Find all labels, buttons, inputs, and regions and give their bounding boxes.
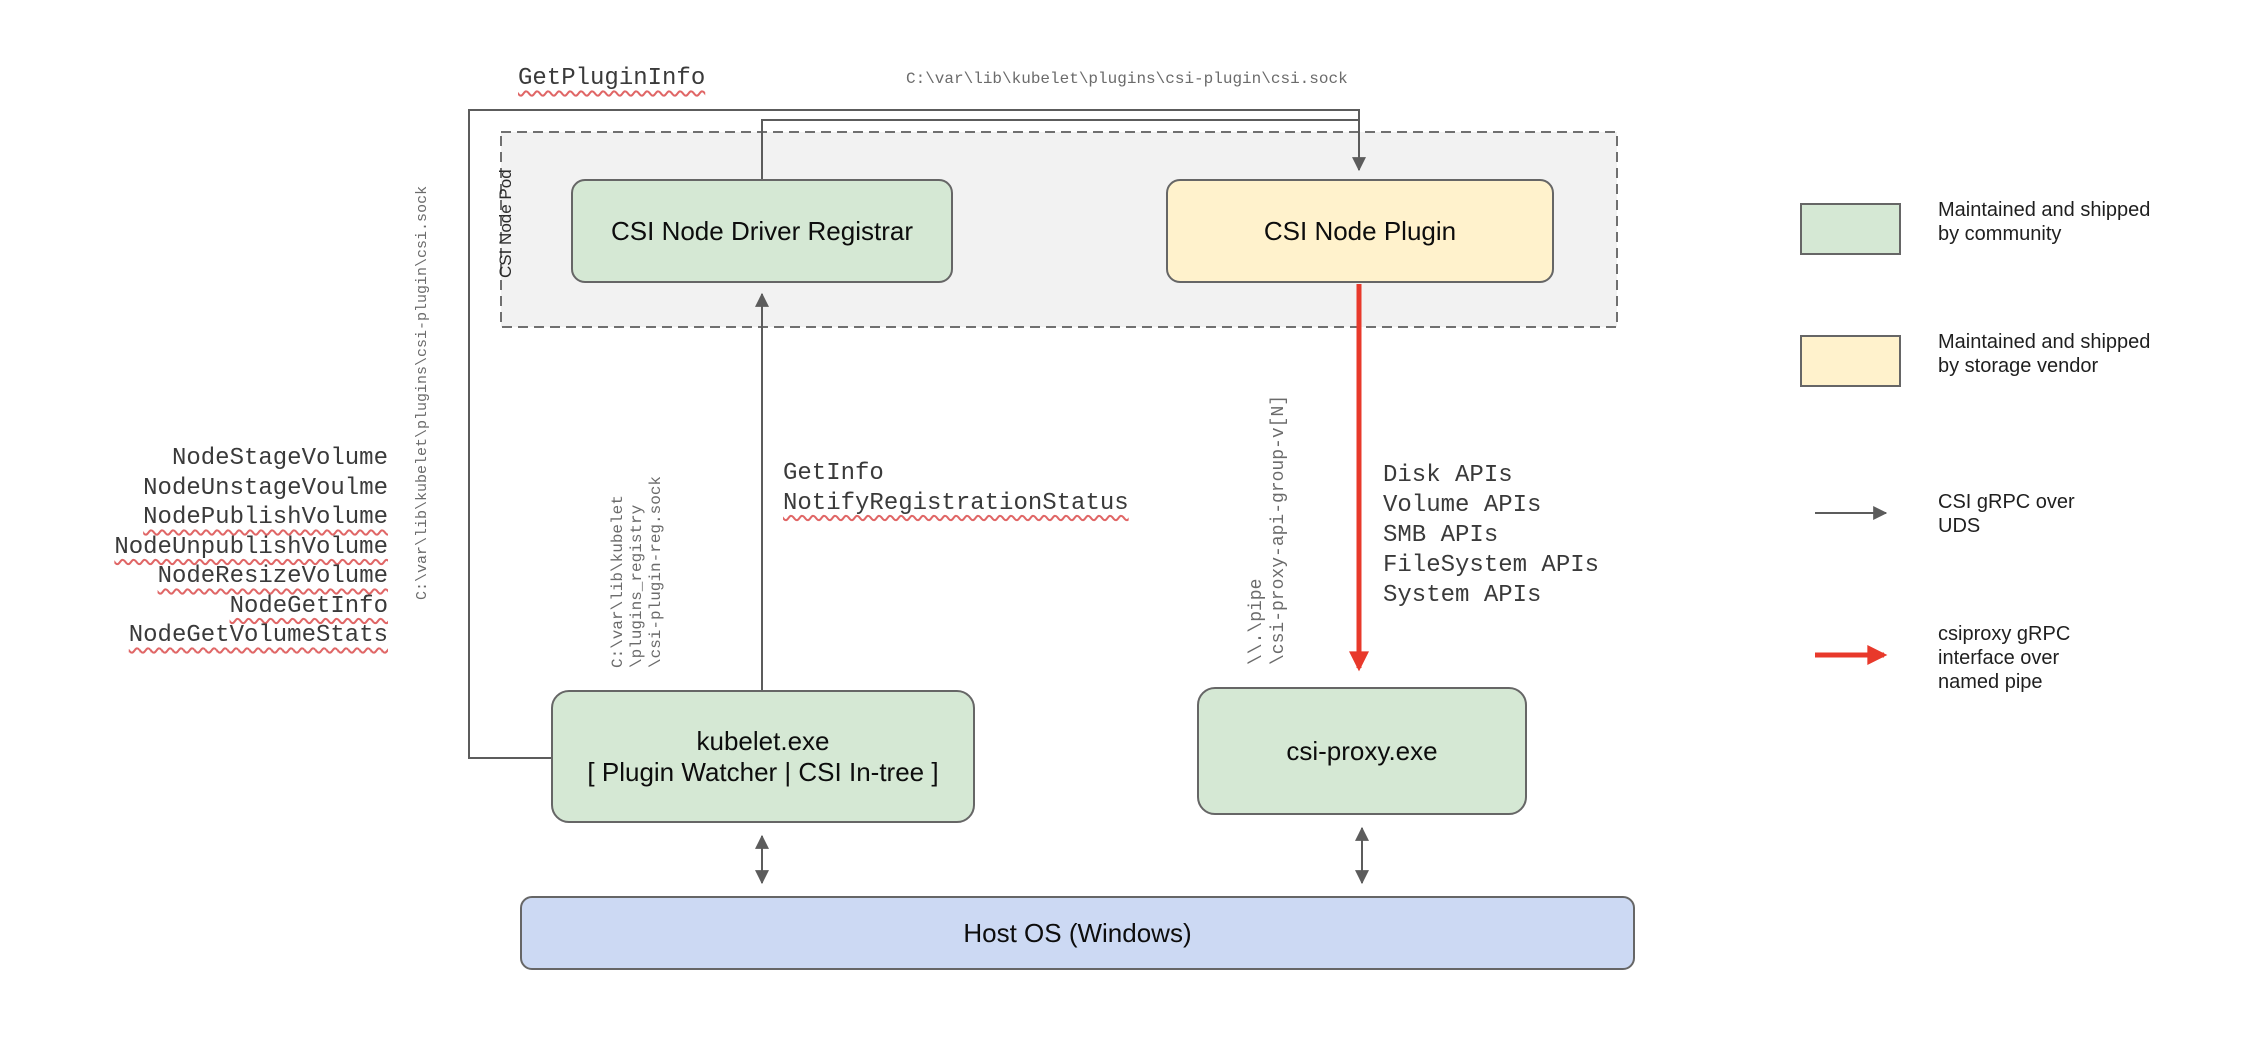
csi-proxy-label: csi-proxy.exe [1286, 735, 1438, 766]
csi-node-pod-label: CSI Node Pod [496, 169, 515, 278]
node-rpc-item: NodeGetVolumeStats [128, 622, 388, 649]
node-rpc-item: NodeStageVolume [171, 445, 388, 472]
api-item: FileSystem APIs [1383, 552, 1600, 579]
legend-community-swatch [1800, 203, 1901, 255]
kubelet-box: kubelet.exe [ Plugin Watcher | CSI In-tr… [551, 690, 975, 823]
get-plugin-info-label: GetPluginInfo [518, 65, 706, 92]
csi-node-driver-registrar-box: CSI Node Driver Registrar [571, 179, 953, 283]
node-rpc-item: NodePublishVolume [143, 504, 388, 531]
node-rpc-item: NodeUnpublishVolume [114, 533, 388, 561]
legend-vendor-label: Maintained and shipped by storage vendor [1938, 331, 2151, 377]
csi-node-plugin-label: CSI Node Plugin [1263, 215, 1457, 246]
kubelet-sublabel: [ Plugin Watcher | CSI In-tree ] [587, 756, 939, 787]
kubelet-to-plugin-uds-connector [468, 109, 1366, 759]
api-item: Disk APIs [1383, 462, 1513, 489]
node-rpc-list: NodeStageVolume NodeUnstageVoulme NodePu… [80, 444, 388, 651]
host-os-box: Host OS (Windows) [520, 896, 1635, 970]
legend-community-label: Maintained and shipped by community [1938, 199, 2151, 245]
host-os-label: Host OS (Windows) [963, 917, 1192, 948]
registrar-to-plugin-connector [761, 119, 1358, 179]
legend-uds-label: CSI gRPC over UDS [1938, 491, 2075, 537]
registration-rpc-list: GetInfo NotifyRegistrationStatus [783, 459, 1129, 518]
csi-node-plugin-box: CSI Node Plugin [1166, 179, 1554, 283]
named-pipe-path-label: \\.\pipe \csi-proxy-api-group-v[N] [1247, 394, 1289, 665]
top-csi-socket-path-label: C:\var\lib\kubelet\plugins\csi-plugin\cs… [906, 70, 1348, 88]
api-item: System APIs [1383, 582, 1542, 609]
left-csi-socket-path-label: C:\var\lib\kubelet\plugins\csi-plugin\cs… [414, 185, 431, 600]
api-item: Volume APIs [1383, 492, 1542, 519]
notify-registration-status-label: NotifyRegistrationStatus [783, 489, 1129, 517]
csi-proxy-api-list: Disk APIs Volume APIs SMB APIs FileSyste… [1383, 461, 1599, 611]
registry-socket-path-label: C:\var\lib\kubelet \plugins_registry \cs… [609, 475, 665, 668]
node-rpc-item: NodeResizeVolume [157, 563, 388, 590]
kubelet-label: kubelet.exe [696, 725, 830, 756]
legend-vendor-swatch [1800, 335, 1901, 387]
get-info-label: GetInfo [783, 460, 884, 487]
node-rpc-item: NodeUnstageVoulme [143, 474, 388, 502]
csi-node-driver-registrar-label: CSI Node Driver Registrar [611, 215, 913, 246]
csi-proxy-box: csi-proxy.exe [1197, 687, 1527, 815]
legend-named-pipe-label: csiproxy gRPC interface over named pipe [1938, 623, 2071, 693]
node-rpc-item: NodeGetInfo [229, 592, 388, 620]
api-item: SMB APIs [1383, 522, 1499, 549]
